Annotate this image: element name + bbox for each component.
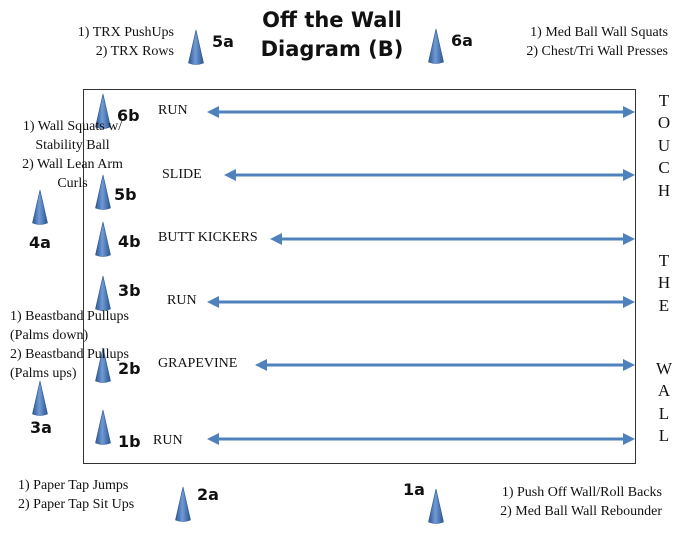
- diagram-title: Off the Wall Diagram (B): [232, 6, 432, 64]
- station-4a-exercise-2: 2) Wall Lean Arm Curls: [22, 157, 123, 191]
- cone-6b-icon: [95, 93, 111, 129]
- station-5a-label: 5a: [212, 32, 234, 51]
- lane-1b-drill: RUN: [153, 433, 183, 448]
- station-1a-exercise-2: 2) Med Ball Wall Rebounder: [500, 504, 662, 519]
- wall-letter: T: [658, 91, 670, 110]
- station-1a-exercises: 1) Push Off Wall/Roll Backs 2) Med Ball …: [462, 483, 662, 521]
- arrow-lane-1b: [207, 433, 635, 445]
- station-2a-label: 2a: [197, 485, 219, 504]
- cone-2a-icon: [175, 486, 191, 522]
- wall-letter: T: [658, 251, 670, 270]
- lane-6b-label: 6b: [117, 106, 140, 125]
- station-2a-exercises: 1) Paper Tap Jumps 2) Paper Tap Sit Ups: [18, 476, 168, 514]
- wall-letter: C: [658, 158, 670, 178]
- wall-letter: O: [657, 113, 671, 133]
- lane-1b-label: 1b: [118, 432, 141, 451]
- cone-3b-icon: [95, 275, 111, 311]
- lane-4b-label: 4b: [118, 232, 141, 251]
- station-6a-exercises: 1) Med Ball Wall Squats 2) Chest/Tri Wal…: [490, 23, 668, 61]
- cone-1a-icon: [428, 488, 444, 524]
- station-5a-exercise-2: 2) TRX Rows: [95, 44, 174, 59]
- station-1a-label: 1a: [403, 480, 425, 499]
- station-3a-label: 3a: [30, 418, 52, 437]
- title-line-2: Diagram (B): [260, 37, 404, 61]
- wall-letter: W: [655, 359, 673, 378]
- station-5a-exercises: 1) TRX PushUps 2) TRX Rows: [64, 23, 174, 61]
- station-4a-label: 4a: [29, 233, 51, 252]
- cone-4a-icon: [32, 189, 48, 225]
- lane-5b-drill: SLIDE: [162, 167, 202, 182]
- station-5a-exercise-1: 1) TRX PushUps: [77, 25, 174, 40]
- wall-area-box: [83, 89, 636, 464]
- station-2a-exercise-1: 1) Paper Tap Jumps: [18, 478, 129, 493]
- cone-4b-icon: [95, 221, 111, 257]
- lane-2b-drill: GRAPEVINE: [158, 356, 238, 371]
- station-6a-exercise-1: 1) Med Ball Wall Squats: [530, 25, 668, 40]
- wall-letter: H: [657, 273, 671, 293]
- station-2a-exercise-2: 2) Paper Tap Sit Ups: [18, 497, 135, 512]
- wall-letter: U: [657, 135, 671, 155]
- cone-2b-icon: [95, 347, 111, 383]
- station-6a-exercise-2: 2) Chest/Tri Wall Presses: [526, 44, 668, 59]
- lane-5b-label: 5b: [114, 185, 137, 204]
- lane-3b-drill: RUN: [167, 293, 197, 308]
- station-3a-exercises: 1) Beastband Pullups (Palms down) 2) Bea…: [10, 307, 160, 383]
- wall-letter: L: [658, 403, 670, 423]
- lane-2b-label: 2b: [118, 359, 141, 378]
- cone-6a-icon: [428, 28, 444, 64]
- cone-1b-icon: [95, 409, 111, 445]
- wall-letter: L: [658, 426, 670, 446]
- station-6a-label: 6a: [451, 31, 473, 50]
- cone-3a-icon: [32, 380, 48, 416]
- lane-6b-drill: RUN: [158, 103, 188, 118]
- lane-4b-drill: BUTT KICKERS: [158, 230, 258, 245]
- title-line-1: Off the Wall: [262, 8, 402, 32]
- wall-letter: H: [657, 180, 671, 200]
- arrow-lane-6b: [207, 106, 635, 118]
- arrow-lane-3b: [207, 296, 635, 308]
- station-4a-exercise-1: 1) Wall Squats w/ Stability Ball: [22, 119, 123, 153]
- arrow-lane-5b: [224, 169, 635, 181]
- wall-letter: E: [658, 295, 670, 315]
- lane-3b-label: 3b: [118, 281, 141, 300]
- arrow-lane-4b: [270, 233, 635, 245]
- station-3a-exercise-2: 2) Beastband Pullups (Palms ups): [10, 347, 129, 381]
- cone-5a-icon: [188, 29, 204, 65]
- station-4a-exercises: 1) Wall Squats w/ Stability Ball 2) Wall…: [10, 117, 135, 193]
- wall-letter: A: [657, 381, 671, 401]
- arrow-lane-2b: [255, 359, 635, 371]
- station-1a-exercise-1: 1) Push Off Wall/Roll Backs: [501, 485, 662, 500]
- cone-5b-icon: [95, 174, 111, 210]
- station-3a-exercise-1: 1) Beastband Pullups (Palms down): [10, 309, 129, 343]
